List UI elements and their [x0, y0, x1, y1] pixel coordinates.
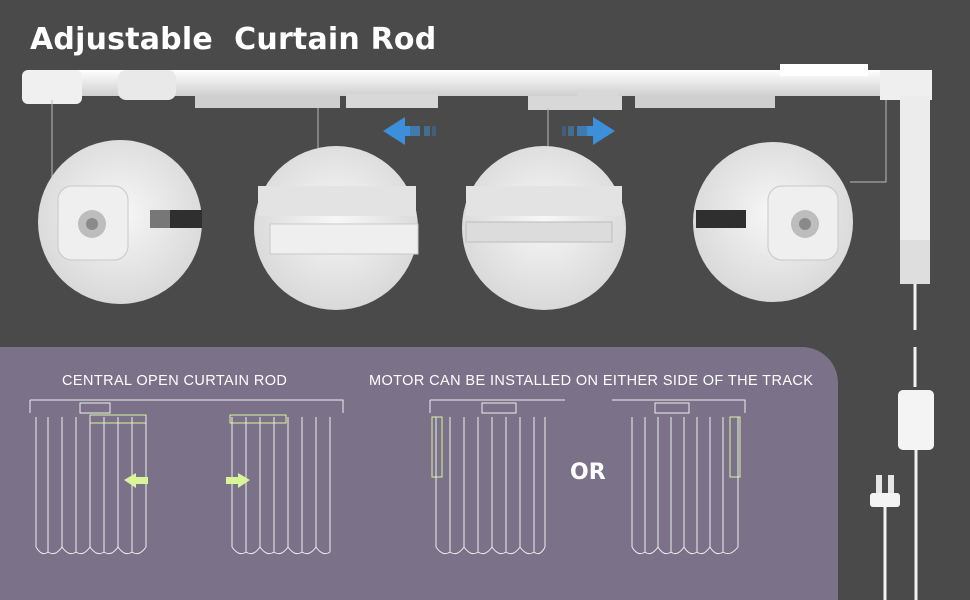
diagram-arrow-right-icon — [226, 473, 250, 488]
detail-left-motor-end — [38, 140, 202, 304]
runner-strip-right — [635, 96, 775, 108]
mount-bracket-right — [528, 90, 622, 110]
mount-bracket-left — [346, 94, 438, 108]
power-adapter-icon — [898, 347, 934, 600]
installation-panel — [0, 347, 838, 600]
right-caption: MOTOR CAN BE INSTALLED ON EITHER SIDE OF… — [369, 373, 814, 389]
diagram-central-open — [29, 399, 344, 555]
detail-right-motor-end — [693, 142, 853, 302]
curtain-rod-track — [22, 64, 932, 284]
page-title: Adjustable Curtain Rod — [30, 22, 437, 57]
diagram-motor-right — [612, 399, 746, 555]
detail-bracket — [462, 146, 626, 310]
diagram-arrow-left-icon — [124, 473, 148, 488]
power-plug-icon — [870, 475, 900, 600]
diagram-motor-left — [429, 399, 565, 555]
or-label: OR — [570, 460, 606, 485]
arrow-right-icon — [562, 117, 615, 145]
detail-runners — [254, 146, 419, 310]
left-caption: CENTRAL OPEN CURTAIN ROD — [62, 373, 288, 389]
arrow-left-icon — [383, 117, 436, 145]
runner-strip-left — [195, 96, 340, 108]
curtain-rod-illustration — [22, 64, 932, 330]
installation-diagrams — [29, 347, 934, 600]
